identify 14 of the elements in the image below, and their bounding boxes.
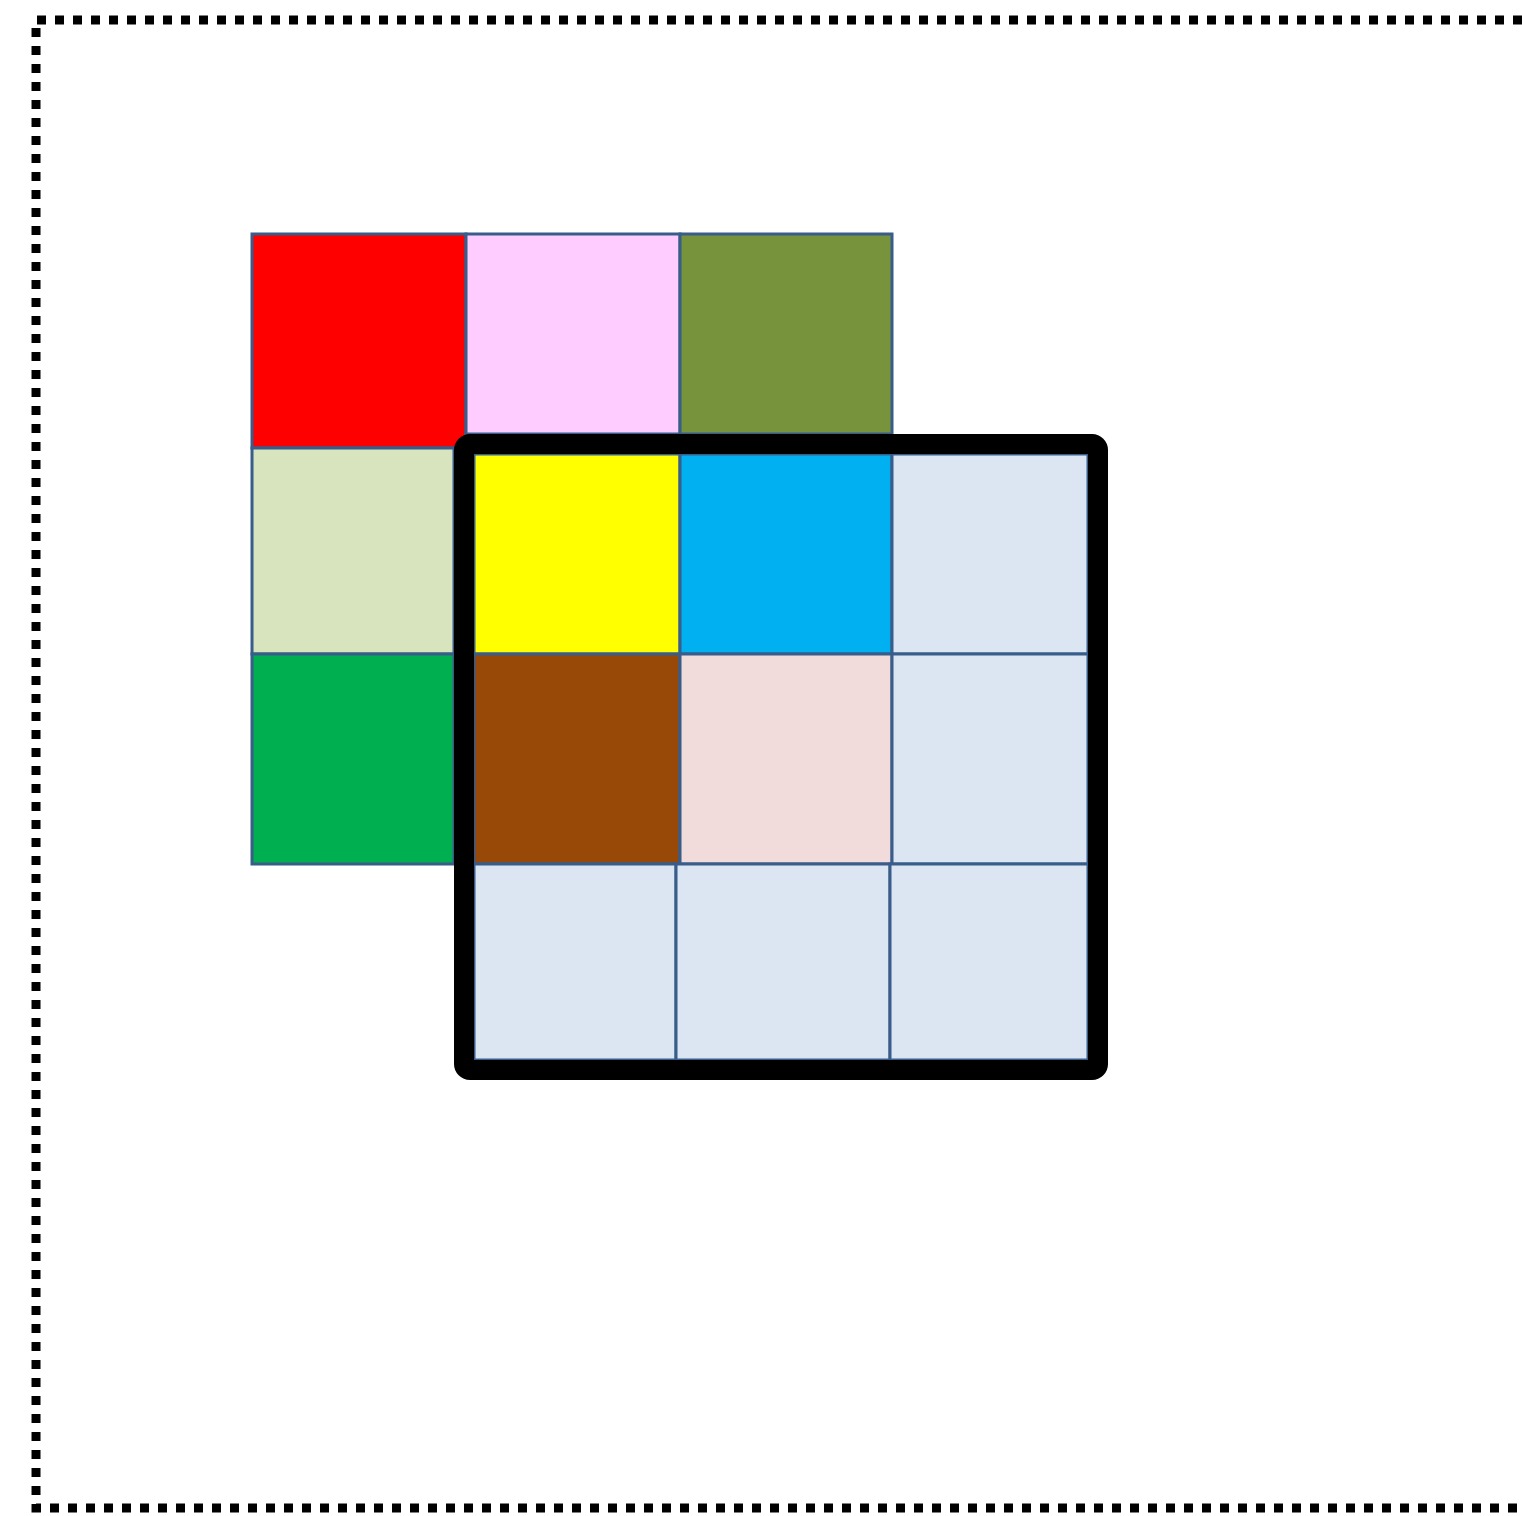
grid-cell (678, 652, 894, 866)
grid-cell (250, 232, 468, 450)
grid-cell (464, 232, 682, 436)
grid-cell (890, 652, 1090, 866)
grid-cell (890, 452, 1090, 656)
grid-cell (472, 862, 678, 1062)
grid-cell (250, 652, 456, 866)
grid-cell (472, 452, 682, 656)
grid-cell (888, 862, 1090, 1062)
grid-cell (674, 862, 892, 1062)
grid-cell (250, 446, 456, 656)
grid-cell (472, 652, 682, 866)
grid-cell (678, 232, 894, 436)
grid-cell (678, 452, 894, 656)
